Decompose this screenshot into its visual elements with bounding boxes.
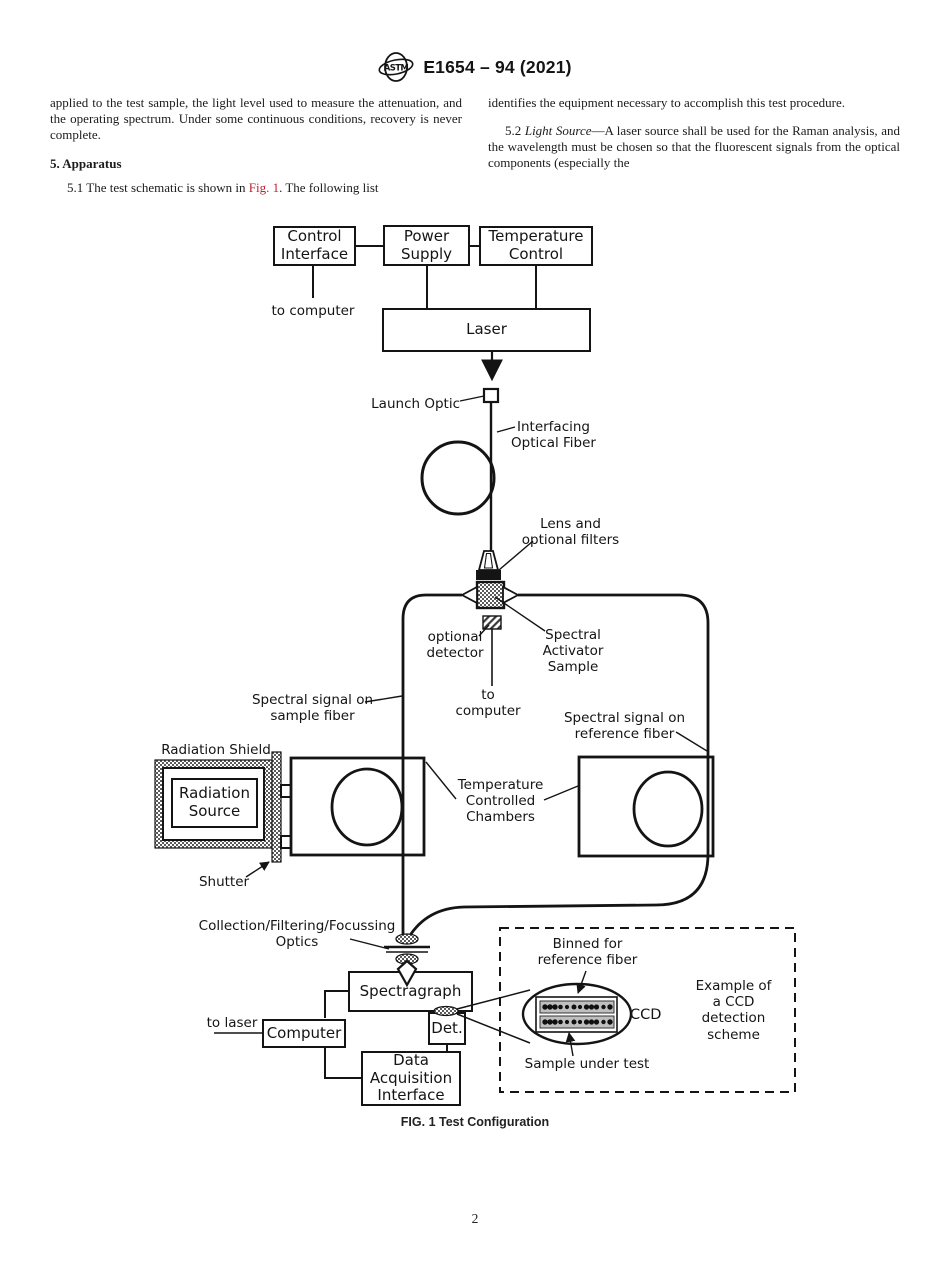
figure-caption: FIG. 1 Test Configuration xyxy=(400,1115,550,1129)
chamber-right-coil xyxy=(632,770,704,848)
box-detector: Det. xyxy=(428,1012,466,1045)
label-spectral-activator: Spectral Activator Sample xyxy=(542,627,604,676)
astm-logo-text: ASTM xyxy=(384,64,409,74)
text-run: —A laser source shall be used for the Ra… xyxy=(488,122,900,170)
label-optional-detector: optional detector xyxy=(426,629,484,662)
label-launch-optic: Launch Optic xyxy=(371,396,460,412)
document-header: ASTM E1654 – 94 (2021) xyxy=(0,50,950,84)
text-run-italic: Light Source xyxy=(524,122,592,138)
box-temperature-control: Temperature Control xyxy=(479,226,593,266)
page-number: 2 xyxy=(471,1211,479,1226)
figure-linework xyxy=(154,245,796,1093)
label-binned: Binned for reference fiber xyxy=(537,936,638,969)
label-to-computer-mid: to computer xyxy=(455,687,521,720)
launch-optic-square xyxy=(482,387,500,404)
box-laser: Laser xyxy=(382,308,591,352)
text-run: 5.1 The test schematic is shown in xyxy=(67,180,249,196)
label-to-computer-top: to computer xyxy=(271,303,355,319)
sample-fiber xyxy=(401,593,462,939)
sample-square xyxy=(475,580,506,610)
figure-1: Control Interface Power Supply Temperatu… xyxy=(0,220,950,1135)
label-signal-reference: Spectral signal on reference fiber xyxy=(563,710,686,743)
shutter-bar xyxy=(271,751,282,863)
reference-fiber xyxy=(407,593,710,938)
paragraph-continuation: identifies the equipment necessary to ac… xyxy=(488,95,846,110)
fiber-connector-right xyxy=(502,585,520,605)
chamber-left-coil xyxy=(330,767,404,847)
text-run: 5.2 xyxy=(505,122,525,138)
label-to-laser: to laser xyxy=(206,1015,258,1031)
label-lens-filters: Lens and optional filters xyxy=(521,516,620,549)
box-computer: Computer xyxy=(262,1019,346,1048)
optional-detector-chip xyxy=(482,615,502,630)
document-number: E1654 – 94 (2021) xyxy=(423,56,572,77)
label-collection-optics: Collection/Filtering/Focussing Optics xyxy=(198,918,396,951)
label-temp-chambers: Temperature Controlled Chambers xyxy=(457,777,544,826)
chamber-right xyxy=(577,755,715,858)
label-sample-under-test: Sample under test xyxy=(524,1056,650,1072)
label-shutter: Shutter xyxy=(198,874,250,890)
label-ccd: CCD xyxy=(630,1007,662,1023)
box-spectragraph: Spectragraph xyxy=(348,971,473,1012)
paragraph-5-2: 5.2 Light Source—A laser source shall be… xyxy=(488,123,900,171)
fig1-link[interactable]: Fig. 1 xyxy=(248,180,280,196)
chamber-left xyxy=(289,756,426,857)
fiber-connector-left xyxy=(460,585,478,605)
left-column: applied to the test sample, the light le… xyxy=(50,95,462,196)
paragraph-5-1: 5.1 The test schematic is shown in Fig. … xyxy=(50,180,462,196)
box-daq: Data Acquisition Interface xyxy=(361,1051,461,1106)
shutter-pointer xyxy=(245,861,270,878)
section-heading: 5. Apparatus xyxy=(50,155,122,171)
ccd-example-frame xyxy=(499,927,796,1093)
label-radiation-shield: Radiation Shield xyxy=(161,742,271,758)
paragraph-continuation: applied to the test sample, the light le… xyxy=(50,95,462,142)
label-example: Example of a CCD detection scheme xyxy=(695,978,772,1043)
box-control-interface: Control Interface xyxy=(273,226,356,266)
label-interfacing-fiber: Interfacing Optical Fiber xyxy=(511,419,596,452)
text-run: . The following list xyxy=(279,180,379,196)
right-column: identifies the equipment necessary to ac… xyxy=(488,95,900,170)
fiber-coil xyxy=(420,440,496,516)
box-radiation-source: Radiation Source xyxy=(171,778,258,828)
filter-block xyxy=(476,570,501,580)
label-signal-sample: Spectral signal on sample fiber xyxy=(251,692,374,725)
astm-logo-icon: ASTM xyxy=(378,52,414,82)
box-power-supply: Power Supply xyxy=(383,225,470,266)
